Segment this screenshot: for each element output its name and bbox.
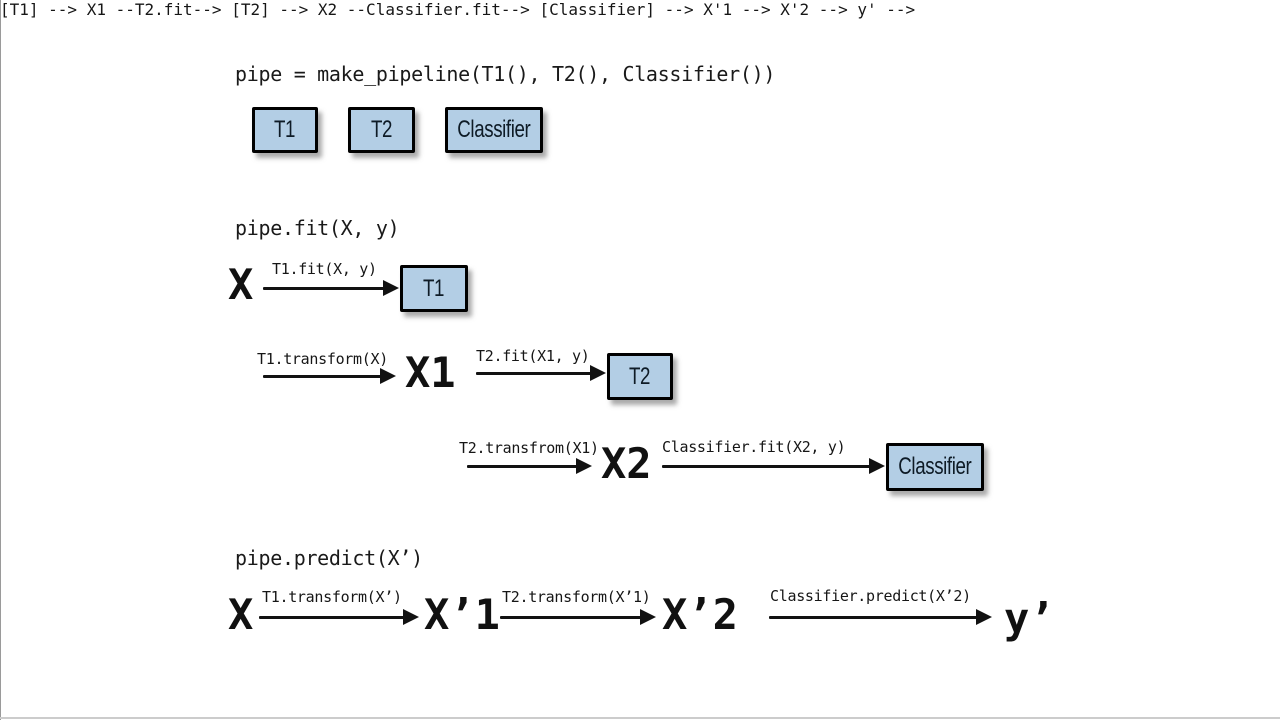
predict-out1-x1: X’1 (424, 590, 500, 639)
predict-arrow1 (259, 609, 419, 625)
predict-arrow3-label: Classifier.predict(X’2) (770, 587, 971, 605)
predict-output-y: y’ (1004, 594, 1055, 643)
fit-row3-intermediate-x2: X2 (601, 439, 652, 488)
fit-row3-arrow1-label: T2.transfrom(X1) (459, 439, 599, 457)
pipeline-box-t1-label: T1 (274, 116, 296, 143)
arrow-line (769, 616, 977, 619)
fit-row1-input-x: X (228, 260, 254, 309)
arrow-head-icon (640, 609, 656, 625)
predict-arrow1-label: T1.transform(X’) (262, 588, 402, 606)
fit-row1-arrow (263, 280, 399, 296)
fit-row2-box-t2: T2 (607, 353, 673, 400)
arrow-line (263, 287, 384, 290)
fit-row2-box-t2-label: T2 (629, 362, 651, 390)
fit-row1-box-t1-label: T1 (423, 274, 445, 302)
fit-row2-intermediate-x1: X1 (405, 348, 456, 397)
fit-row1-box-t1: T1 (400, 265, 468, 312)
fit-row2-arrow2 (476, 365, 606, 381)
code-make-pipeline: pipe = make_pipeline(T1(), T2(), Classif… (235, 62, 776, 86)
predict-arrow2 (500, 609, 656, 625)
arrow-head-icon (976, 609, 992, 625)
fit-row2-arrow1 (263, 368, 396, 384)
arrow-head-icon (576, 458, 592, 474)
predict-arrow2-label: T2.transform(X’1) (502, 588, 651, 606)
fit-row3-box-classifier-label: Classifier (898, 453, 972, 480)
arrow-head-icon (383, 280, 399, 296)
predict-input-x: X (228, 590, 254, 639)
left-edge-line (0, 0, 1, 720)
fit-row1-arrow-label: T1.fit(X, y) (272, 260, 377, 278)
arrow-head-icon (590, 365, 606, 381)
arrow-line (259, 616, 404, 619)
fit-row2-arrow2-label: T2.fit(X1, y) (476, 347, 590, 365)
pipeline-box-classifier-label: Classifier (457, 116, 531, 143)
code-pipe-fit: pipe.fit(X, y) (235, 216, 400, 240)
arrow-line (662, 465, 870, 468)
fit-row3-arrow1 (467, 458, 592, 474)
arrow-head-icon (869, 458, 885, 474)
arrow-line (263, 375, 381, 378)
bottom-edge-line (0, 717, 1280, 719)
fit-row2-arrow1-label: T1.transform(X) (257, 350, 388, 368)
arrow-line (467, 465, 577, 468)
arrow-head-icon (380, 368, 396, 384)
fit-row3-box-classifier: Classifier (886, 443, 984, 491)
pipeline-box-t2: T2 (348, 107, 415, 153)
predict-arrow3 (769, 609, 992, 625)
arrow-head-icon (403, 609, 419, 625)
pipeline-box-t1: T1 (252, 107, 318, 153)
arrow-line (476, 372, 591, 375)
pipeline-box-t2-label: T2 (370, 116, 393, 143)
arrow-line (500, 616, 641, 619)
fit-row3-arrow2-label: Classifier.fit(X2, y) (662, 438, 846, 456)
pipeline-box-classifier: Classifier (445, 107, 543, 153)
code-pipe-predict: pipe.predict(X’) (235, 546, 423, 570)
fit-row3-arrow2 (662, 458, 885, 474)
predict-out2-x2: X’2 (662, 590, 738, 639)
